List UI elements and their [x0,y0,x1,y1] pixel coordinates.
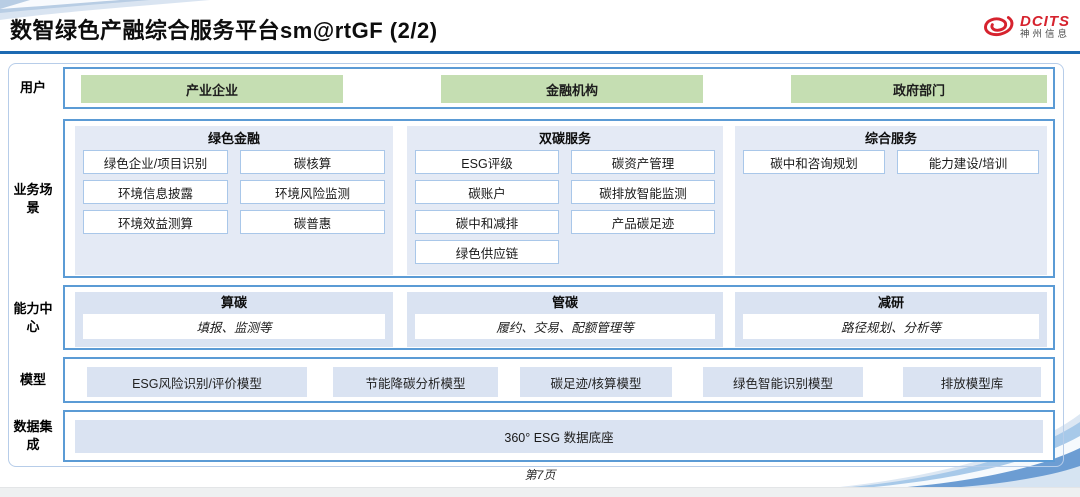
dcits-logo: DCITS 神州信息 [981,12,1070,42]
row-label-users: 用户 [19,80,46,96]
row-label-data-integration: 数据集成 [13,419,53,452]
user-group-industry: 产业企业 [81,75,343,103]
user-group-finance: 金融机构 [441,75,703,103]
scenario-item: 产品碳足迹 [571,210,715,234]
user-group-government: 政府部门 [791,75,1047,103]
capability-title: 算碳 [220,295,247,310]
logo-company: 神州信息 [1019,28,1070,40]
capability-block-manage: 管碳 履约、交易、配额管理等 [407,292,723,347]
row-label-business: 业务场景 [13,181,53,215]
models-box: ESG风险识别/评价模型 节能降碳分析模型 碳足迹/核算模型 绿色智能识别模型 … [63,357,1055,403]
header-divider [0,51,1080,54]
panel-comprehensive: 综合服务 碳中和咨询规划 能力建设/培训 [735,126,1047,275]
row-label-capability: 能力中心 [13,300,53,334]
panel-title: 绿色金融 [207,131,260,146]
scenario-item: 碳账户 [415,180,559,204]
scenario-item: 绿色供应链 [415,240,559,264]
scenario-item: ESG评级 [415,150,559,174]
scenario-item: 碳核算 [240,150,385,174]
scenario-item: 环境信息披露 [83,180,228,204]
scenario-item: 碳中和咨询规划 [743,150,885,174]
capability-block-reduce: 减研 路径规划、分析等 [735,292,1047,347]
capability-desc: 路径规划、分析等 [743,314,1039,339]
model-item: 排放模型库 [903,367,1041,397]
logo-brand: DCITS [1019,13,1070,31]
scenario-item: 环境风险监测 [240,180,385,204]
dcits-swirl-icon [984,16,1014,36]
users-box: 产业企业 金融机构 政府部门 [63,67,1055,109]
item-grid: 绿色企业/项目识别 碳核算 环境信息披露 环境风险监测 环境效益测算 碳普惠 [75,150,393,234]
data-integration-row: 数据集成 360° ESG 数据底座 [0,410,1080,462]
data-integration-box: 360° ESG 数据底座 [63,410,1055,462]
esg-data-base: 360° ESG 数据底座 [75,420,1043,453]
scenario-item: 环境效益测算 [83,210,228,234]
capability-title: 管碳 [551,295,578,310]
model-item: 绿色智能识别模型 [703,367,863,397]
model-item: 碳足迹/核算模型 [520,367,672,397]
panel-title: 双碳服务 [538,131,591,146]
bottom-band [0,487,1080,497]
content-frame [8,63,1064,467]
capability-desc: 履约、交易、配额管理等 [415,314,715,339]
business-box: 绿色金融 绿色企业/项目识别 碳核算 环境信息披露 环境风险监测 环境效益测算 … [63,119,1055,278]
models-row: 模型 ESG风险识别/评价模型 节能降碳分析模型 碳足迹/核算模型 绿色智能识别… [0,357,1080,403]
scenario-item: 能力建设/培训 [897,150,1039,174]
scenario-item: 碳普惠 [240,210,385,234]
page-number: 第7页 [524,468,556,482]
scenario-item: 绿色企业/项目识别 [83,150,228,174]
business-scenarios-row: 业务场景 绿色金融 绿色企业/项目识别 碳核算 环境信息披露 环境风险监测 环境… [0,119,1080,278]
scenario-item: 碳资产管理 [571,150,715,174]
users-row: 用户 产业企业 金融机构 政府部门 [0,67,1080,109]
row-label-models: 模型 [19,372,46,388]
panel-title: 综合服务 [864,131,917,146]
panel-dual-carbon: 双碳服务 ESG评级 碳资产管理 碳账户 碳排放智能监测 碳中和减排 产品碳足迹… [407,126,723,275]
item-grid: ESG评级 碳资产管理 碳账户 碳排放智能监测 碳中和减排 产品碳足迹 绿色供应… [407,150,723,264]
capability-block-calc: 算碳 填报、监测等 [75,292,393,347]
scenario-item: 碳排放智能监测 [571,180,715,204]
model-item: ESG风险识别/评价模型 [87,367,307,397]
panel-green-finance: 绿色金融 绿色企业/项目识别 碳核算 环境信息披露 环境风险监测 环境效益测算 … [75,126,393,275]
capability-desc: 填报、监测等 [83,314,385,339]
model-item: 节能降碳分析模型 [333,367,498,397]
item-grid: 碳中和咨询规划 能力建设/培训 [735,150,1047,174]
logo-text: DCITS 神州信息 [1020,14,1070,40]
scenario-item: 碳中和减排 [415,210,559,234]
capability-center-row: 能力中心 算碳 填报、监测等 管碳 履约、交易、配额管理等 减研 路径规划、分析… [0,285,1080,350]
capability-box: 算碳 填报、监测等 管碳 履约、交易、配额管理等 减研 路径规划、分析等 [63,285,1055,350]
capability-title: 减研 [877,295,904,310]
page-title: 数智绿色产融综合服务平台sm@rtGF (2/2) [10,18,438,43]
